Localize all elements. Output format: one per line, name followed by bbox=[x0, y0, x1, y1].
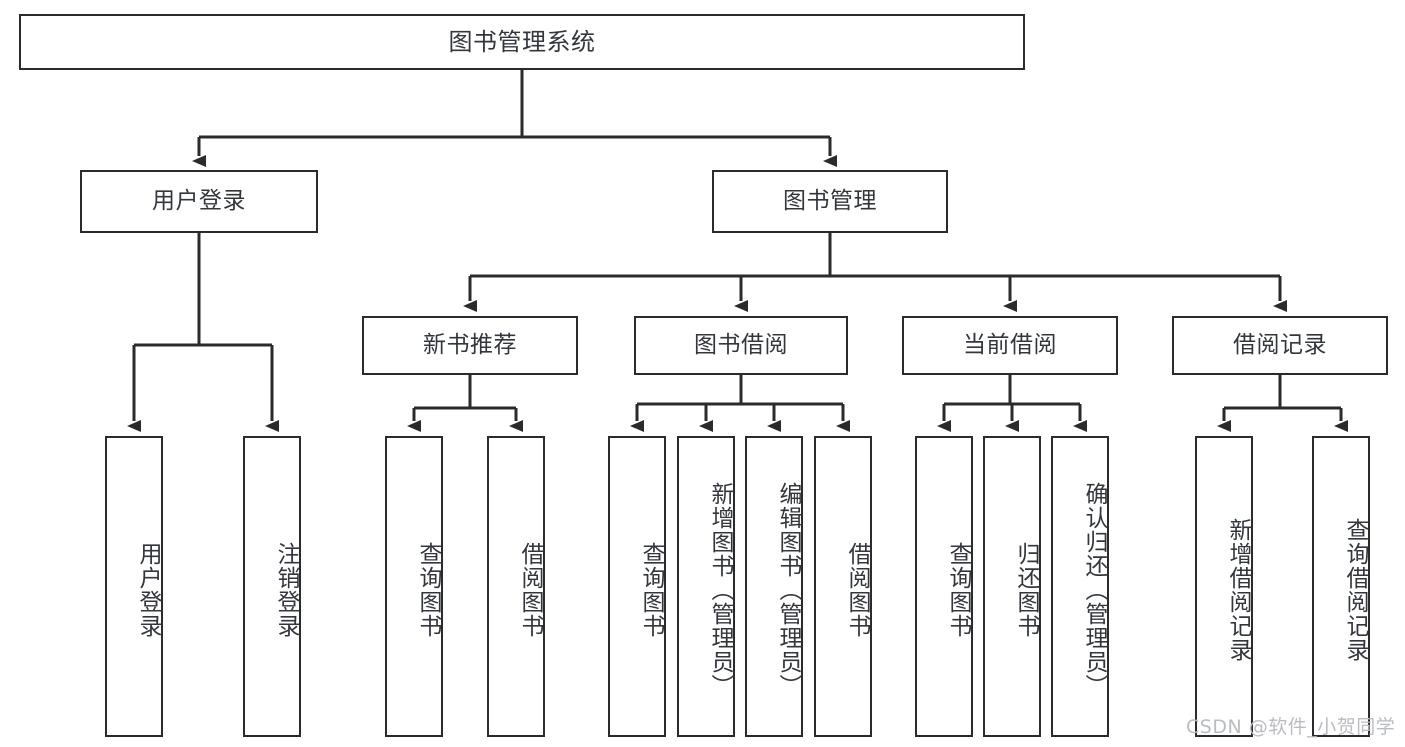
node-leaf-borrow-book-recommend[interactable]: 借阅图书 bbox=[487, 436, 545, 737]
node-label: 当前借阅 bbox=[963, 331, 1057, 358]
node-leaf-confirm-return-admin[interactable]: 确认归还（管理员） bbox=[1051, 436, 1109, 737]
node-leaf-add-book-admin[interactable]: 新增图书（管理员） bbox=[677, 436, 735, 737]
node-label: 用户登录 bbox=[135, 541, 161, 638]
node-book-management[interactable]: 图书管理 bbox=[712, 170, 948, 233]
node-label: 查询图书 bbox=[945, 541, 971, 638]
node-leaf-borrow-book[interactable]: 借阅图书 bbox=[814, 436, 872, 737]
node-label: 借阅记录 bbox=[1233, 331, 1327, 358]
node-label: 新书推荐 bbox=[423, 331, 517, 358]
node-label: 图书管理系统 bbox=[448, 27, 596, 56]
node-leaf-query-book-recommend[interactable]: 查询图书 bbox=[385, 436, 443, 737]
csdn-watermark: CSDN @软件_小贺同学 bbox=[1186, 716, 1396, 738]
node-label: 注销登录 bbox=[273, 541, 299, 638]
node-label: 查询图书 bbox=[415, 541, 441, 638]
node-label: 新增图书（管理员） bbox=[707, 481, 733, 698]
node-book-borrow[interactable]: 图书借阅 bbox=[634, 316, 848, 375]
node-leaf-add-borrow-record[interactable]: 新增借阅记录 bbox=[1195, 436, 1253, 737]
node-label: 查询借阅记录 bbox=[1342, 517, 1368, 662]
node-leaf-query-book-current[interactable]: 查询图书 bbox=[915, 436, 973, 737]
node-label: 归还图书 bbox=[1013, 541, 1039, 638]
node-label: 确认归还（管理员） bbox=[1081, 481, 1107, 698]
node-leaf-edit-book-admin[interactable]: 编辑图书（管理员） bbox=[745, 436, 803, 737]
node-leaf-user-logout[interactable]: 注销登录 bbox=[243, 436, 301, 737]
node-label: 新增借阅记录 bbox=[1225, 517, 1251, 662]
node-label: 图书借阅 bbox=[694, 331, 788, 358]
node-label: 借阅图书 bbox=[517, 541, 543, 638]
node-leaf-user-login[interactable]: 用户登录 bbox=[105, 436, 163, 737]
node-label: 查询图书 bbox=[638, 541, 664, 638]
node-label: 编辑图书（管理员） bbox=[775, 481, 801, 698]
node-borrow-records[interactable]: 借阅记录 bbox=[1172, 316, 1388, 375]
node-new-book-recommend[interactable]: 新书推荐 bbox=[362, 316, 578, 375]
node-root-book-management-system[interactable]: 图书管理系统 bbox=[19, 14, 1025, 70]
node-label: 图书管理 bbox=[783, 187, 877, 214]
node-leaf-query-borrow-record[interactable]: 查询借阅记录 bbox=[1312, 436, 1370, 737]
node-label: 借阅图书 bbox=[844, 541, 870, 638]
node-leaf-return-book[interactable]: 归还图书 bbox=[983, 436, 1041, 737]
node-user-login[interactable]: 用户登录 bbox=[80, 170, 318, 233]
node-current-borrow[interactable]: 当前借阅 bbox=[902, 316, 1118, 375]
node-leaf-query-book-borrow[interactable]: 查询图书 bbox=[608, 436, 666, 737]
node-label: 用户登录 bbox=[152, 187, 246, 214]
